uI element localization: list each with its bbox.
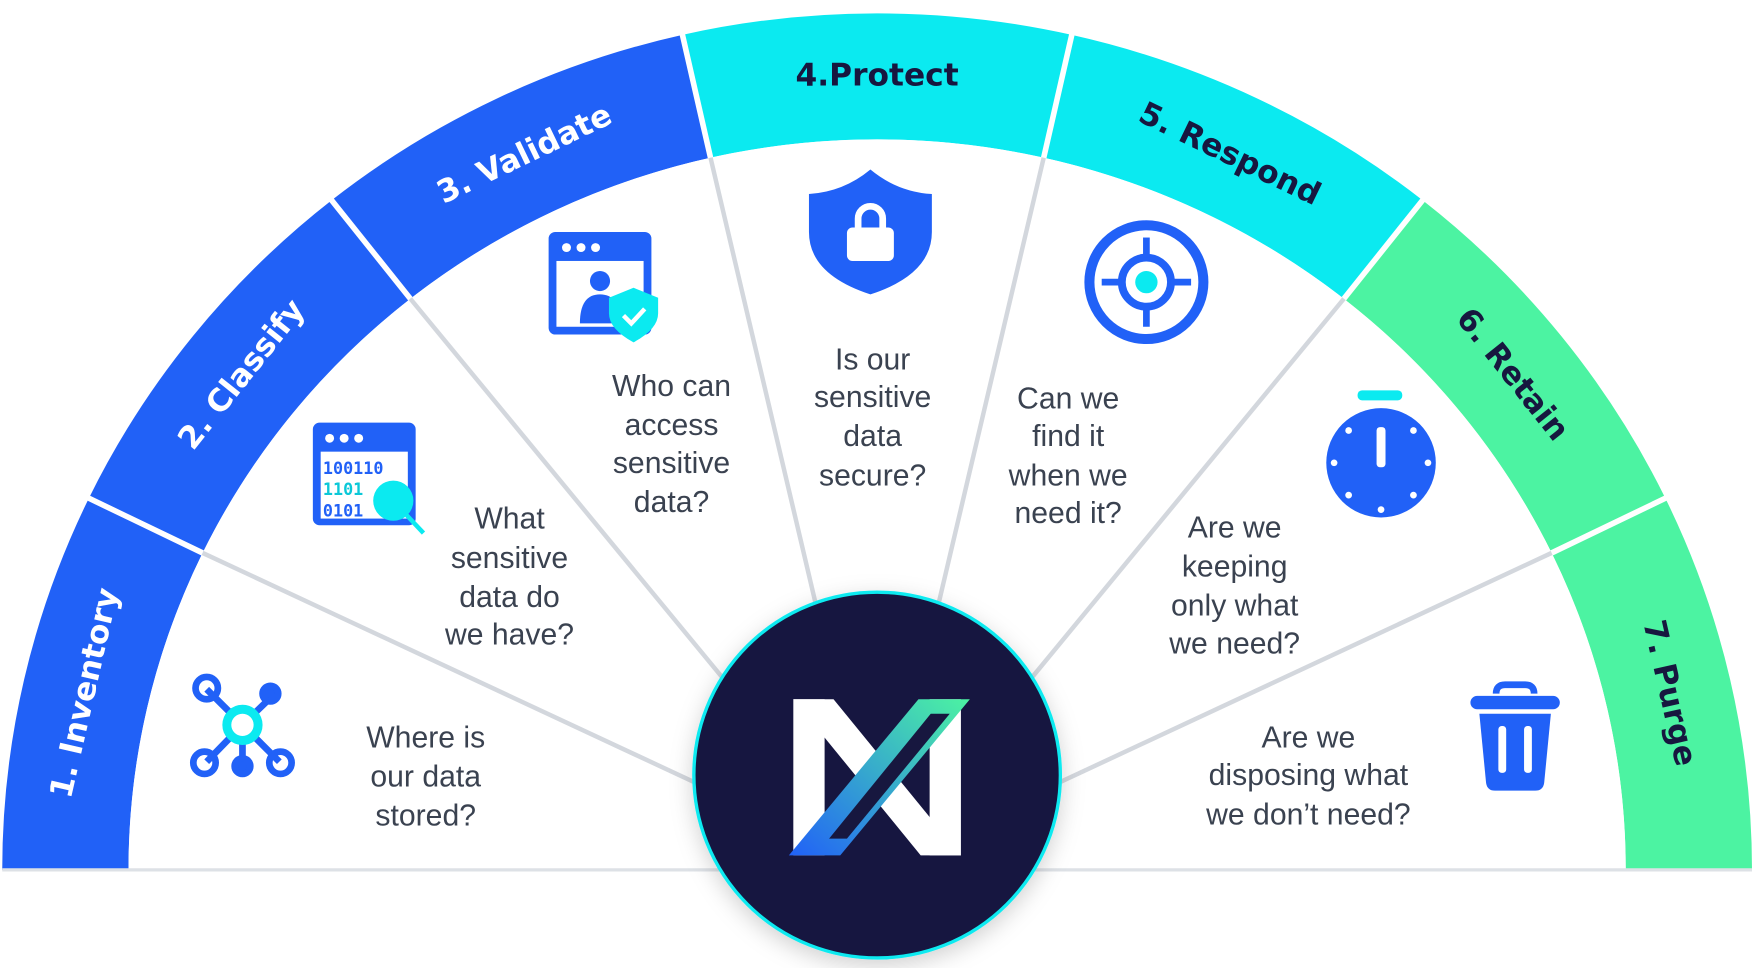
ring-divider bbox=[1341, 196, 1427, 301]
question-line: disposing what bbox=[1209, 759, 1409, 792]
stage-segment bbox=[1343, 200, 1666, 553]
question-line: need it? bbox=[1015, 497, 1122, 530]
stage-segment bbox=[682, 13, 1072, 158]
question-line: Can we bbox=[1017, 382, 1119, 415]
question-line: stored? bbox=[375, 799, 476, 832]
binary-text: 1101 bbox=[323, 479, 363, 499]
stage-segment bbox=[331, 34, 711, 299]
stage-segment bbox=[1043, 34, 1423, 299]
inner-half-disc bbox=[128, 139, 1626, 870]
ring-divider bbox=[679, 32, 714, 159]
divider-line bbox=[917, 157, 1046, 686]
question-line: Who can bbox=[612, 370, 731, 403]
network-nodes-icon bbox=[189, 673, 295, 778]
question-line: sensitive bbox=[451, 542, 568, 575]
question-line: data bbox=[843, 420, 902, 453]
question-line: sensitive bbox=[613, 447, 730, 480]
target-icon bbox=[1084, 220, 1209, 345]
question-line: we don’t need? bbox=[1205, 798, 1411, 831]
ring-divider bbox=[1040, 32, 1076, 159]
question-line: we need? bbox=[1168, 628, 1300, 661]
trash-icon bbox=[1470, 681, 1560, 791]
divider-line bbox=[993, 297, 1346, 724]
question-line: Are we bbox=[1188, 512, 1282, 545]
question-respond: Can we find it when we need it? bbox=[1008, 382, 1128, 530]
divider-line bbox=[201, 550, 707, 790]
question-line: Is our bbox=[835, 343, 910, 376]
question-line: we have? bbox=[444, 619, 574, 652]
binary-text: 0101 bbox=[323, 500, 363, 520]
question-line: secure? bbox=[819, 459, 926, 492]
stage-label: 4.Protect bbox=[796, 57, 959, 93]
question-protect: Is our sensitive data secure? bbox=[814, 343, 931, 492]
stage-segment bbox=[88, 200, 411, 553]
logo-mark-icon bbox=[788, 699, 970, 856]
question-line: find it bbox=[1032, 420, 1105, 453]
stopwatch-icon bbox=[1326, 390, 1436, 518]
question-inventory: Where is our data stored? bbox=[366, 721, 485, 832]
divider-line bbox=[408, 297, 761, 724]
stage-segment bbox=[2, 498, 203, 870]
ring-divider bbox=[328, 196, 413, 301]
question-line: keeping bbox=[1182, 551, 1288, 584]
question-purge: Are we disposing what we don’t need? bbox=[1205, 721, 1411, 831]
question-line: our data bbox=[370, 760, 481, 793]
shield-lock-icon bbox=[808, 169, 932, 295]
question-retain: Are we keeping only what we need? bbox=[1168, 512, 1300, 661]
question-line: access bbox=[625, 409, 719, 442]
stage-ring bbox=[2, 13, 1752, 870]
user-shield-window-icon bbox=[548, 231, 659, 343]
question-line: Where is bbox=[366, 721, 485, 754]
question-validate: Who can access sensitive data? bbox=[612, 370, 731, 519]
divider-line bbox=[708, 157, 838, 686]
ring-divider bbox=[1550, 494, 1669, 556]
binary-text: 100110 bbox=[323, 458, 384, 478]
binary-search-window-icon: 100110 1101 0101 bbox=[312, 422, 426, 535]
question-classify: What sensitive data do we have? bbox=[444, 503, 574, 652]
question-line: sensitive bbox=[814, 381, 931, 414]
question-line: Are we bbox=[1261, 721, 1355, 754]
question-line: data do bbox=[459, 581, 560, 614]
ring-divider bbox=[85, 494, 204, 556]
stage-segment bbox=[1551, 498, 1752, 870]
divider-line bbox=[1047, 550, 1553, 790]
question-line: only what bbox=[1171, 590, 1299, 623]
question-line: when we bbox=[1008, 459, 1128, 492]
question-line: data? bbox=[634, 486, 709, 519]
question-line: What bbox=[474, 503, 545, 536]
